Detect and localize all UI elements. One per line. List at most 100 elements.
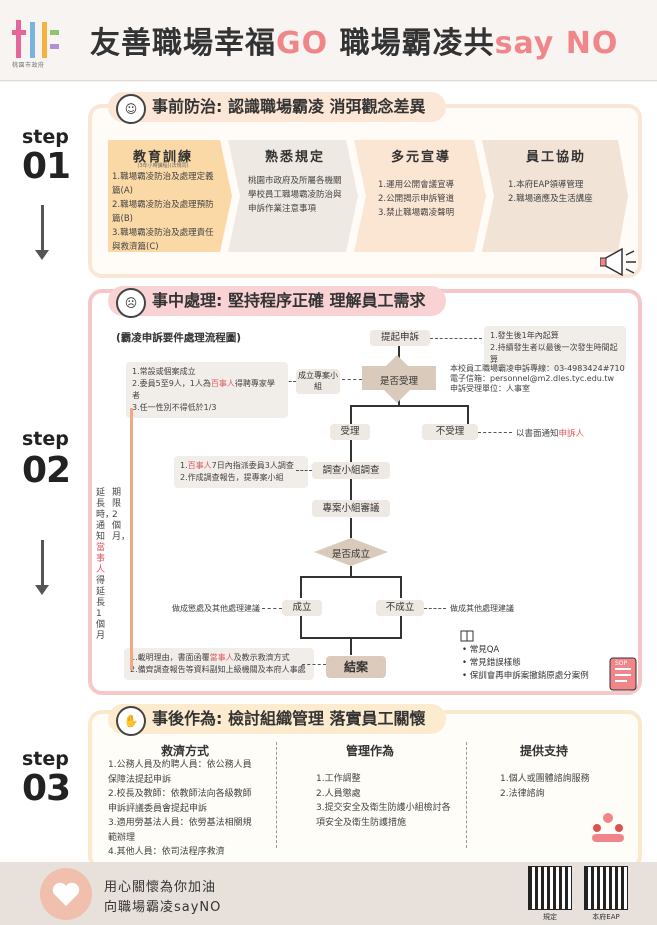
step-2-arrow — [41, 540, 44, 585]
dash-connector — [430, 338, 482, 339]
step-1-label: step — [22, 126, 69, 148]
valid-note: 做成懲處及其他處理建議 — [172, 604, 260, 613]
qr-regulation-icon[interactable] — [528, 866, 572, 910]
deadline-text-b: 延長時，通知當事人得延長1個月 — [96, 488, 115, 641]
contact-info: 本校員工職場霸凌申訴專線：03-4983424#710 電子信箱：personn… — [450, 364, 625, 393]
employee-assist-list: 1.本府EAP領導管理 2.職場適應及生活講座 — [508, 180, 593, 204]
cases-link[interactable]: • 保訓會再申訴案撤銷原處分案例 — [462, 671, 589, 681]
node-accepted: 受理 — [330, 424, 370, 440]
qr-eap-label: 本府EAP — [592, 913, 620, 921]
connector — [350, 478, 352, 500]
connector — [350, 518, 352, 538]
management-list: 1.工作調整 2.人員懲處 3.提交安全及衛生防護小組檢討各項安全及衛生防護措施 — [316, 774, 451, 828]
dash-connector — [302, 664, 326, 665]
divider — [276, 742, 278, 848]
connector — [350, 405, 468, 407]
prevention-banner: ☺ 事前防治: 認識職場霸凌 消弭觀念差異 — [108, 92, 446, 124]
node-invalid: 不成立 — [376, 600, 424, 616]
edu-training-title: 教育訓練 — [132, 150, 193, 165]
qr-eap-icon[interactable] — [584, 866, 628, 910]
team-support-icon — [592, 813, 624, 842]
node-rejected: 不受理 — [422, 424, 478, 440]
complaint-timing-note: 1.發生後1年內起算 2.持續發生者以最後一次發生時間起算 — [484, 326, 626, 370]
step-1-number: 01 — [22, 146, 71, 187]
promotion-list: 1.運用公開會議宣導 2.公開揭示申訴管道 3.禁止職場霸凌聲明 — [378, 180, 455, 218]
header — [0, 0, 657, 81]
connector — [350, 566, 352, 576]
mistakes-link[interactable]: • 常見錯誤樣態 — [462, 658, 521, 668]
committee-note: 1.常設或個案成立 2.委員5至9人，1人為百事人得聘專家學者 3.任一性別不得… — [126, 362, 288, 418]
footer-slogan-2: 向職場霸凌sayNO — [104, 900, 222, 915]
post-action-card — [88, 710, 642, 870]
hands-heart-icon — [40, 868, 92, 920]
support-title: 提供支持 — [519, 744, 568, 758]
support-list: 1.個人或團體諮詢服務 2.法律諮詢 — [500, 774, 590, 799]
connector — [400, 616, 402, 638]
edu-training-sub: (3年小時課程)(法規同) — [137, 163, 189, 169]
org-name: 桃園市政府 — [12, 62, 45, 69]
step-1-arrow — [41, 205, 44, 250]
node-review: 專案小組審議 — [312, 500, 390, 517]
connector — [467, 405, 469, 425]
deadline-text-a: 期限2個月， — [112, 488, 131, 542]
step-3-number: 03 — [22, 768, 71, 809]
divider — [466, 742, 468, 848]
node-valid: 成立 — [282, 600, 322, 616]
dash-connector — [342, 379, 362, 380]
management-title: 管理作為 — [345, 744, 394, 758]
node-close: 結案 — [326, 656, 386, 678]
megaphone-icon — [600, 247, 636, 277]
thinking-person-icon: ☺ — [116, 94, 146, 124]
connector — [350, 440, 352, 462]
chevron-steps — [108, 140, 628, 252]
step-3-label: step — [22, 748, 69, 770]
connector — [350, 405, 352, 425]
node-valid-question: 是否成立 — [331, 549, 370, 560]
node-accept-question: 是否受理 — [379, 376, 418, 387]
book-icon — [460, 630, 474, 642]
svg-text:SOP: SOP — [615, 660, 628, 667]
close-note: 1.載明理由，書面函覆當事人及教示救濟方式 2.備齊調查報告等資料副知上級機關及… — [124, 648, 314, 680]
connector — [300, 576, 302, 598]
qa-list[interactable]: • 常見QA • 常見錯誤樣態 • 保訓會再申訴案撤銷原處分案例 — [462, 644, 589, 683]
dash-connector — [296, 470, 312, 471]
invalid-note: 做成其他處理建議 — [450, 604, 514, 613]
node-file-complaint: 提起申訴 — [370, 330, 430, 346]
helping-hands-icon: ✋ — [116, 706, 146, 736]
regulation-body: 桃園市政府及所屬各機關學校員工職場霸凌防治與申訴作業注意事項 — [248, 176, 342, 214]
edu-training-list: 1.職場霸凌防治及處理定義篇(A) 2.職場霸凌防治及處理預防篇(B) 3.職場… — [112, 172, 214, 252]
qa-link[interactable]: • 常見QA — [462, 645, 500, 655]
sop-clipboard-icon: SOP — [609, 657, 637, 691]
connector — [300, 616, 302, 638]
flow-title: (霸凌申訴要件處理流程圖) — [116, 332, 242, 344]
qr-regulation-label: 規定 — [543, 913, 557, 921]
post-action-banner: ✋ 事後作為: 檢討組織管理 落實員工關懷 — [108, 704, 446, 736]
handling-banner: ☹ 事中處理: 堅持程序正確 理解員工需求 — [108, 286, 446, 318]
timeline-bar — [130, 408, 133, 670]
dash-connector — [262, 608, 282, 609]
regulation-title: 熟悉規定 — [264, 150, 325, 165]
page-title: 友善職場幸福GO 職場霸凌共say NO — [90, 26, 619, 61]
footer-slogan-1: 用心關懷為你加油 — [104, 880, 217, 895]
dash-connector — [280, 381, 296, 382]
investigation-note: 1.百事人7日內指派委員3人調查 2.作成調查報告，提專案小組 — [174, 456, 308, 488]
connector — [300, 576, 402, 578]
accept-box — [362, 366, 436, 390]
connector — [350, 637, 352, 655]
connector — [400, 576, 402, 598]
dash-connector — [478, 432, 512, 433]
step-2-number: 02 — [22, 450, 71, 491]
reject-note: 以書面通知申訴人 — [516, 429, 585, 439]
node-investigation: 調查小組調查 — [312, 462, 390, 479]
arrow-down-icon — [35, 585, 49, 595]
stressed-person-icon: ☹ — [116, 288, 146, 318]
remedy-title: 救濟方式 — [160, 744, 209, 758]
step-2-label: step — [22, 428, 69, 450]
taoyuan-logo-icon — [12, 20, 59, 58]
remedy-list: 1.公務人員及約聘人員：依公務人員保障法提起申訴 2.校長及教師：依教師法向各級… — [108, 760, 252, 857]
diamond-valid — [314, 538, 388, 566]
employee-assist-title: 員工協助 — [525, 150, 586, 165]
dash-connector — [424, 608, 446, 609]
node-committee: 成立專案小組 — [296, 369, 340, 394]
promotion-title: 多元宣導 — [390, 150, 451, 165]
